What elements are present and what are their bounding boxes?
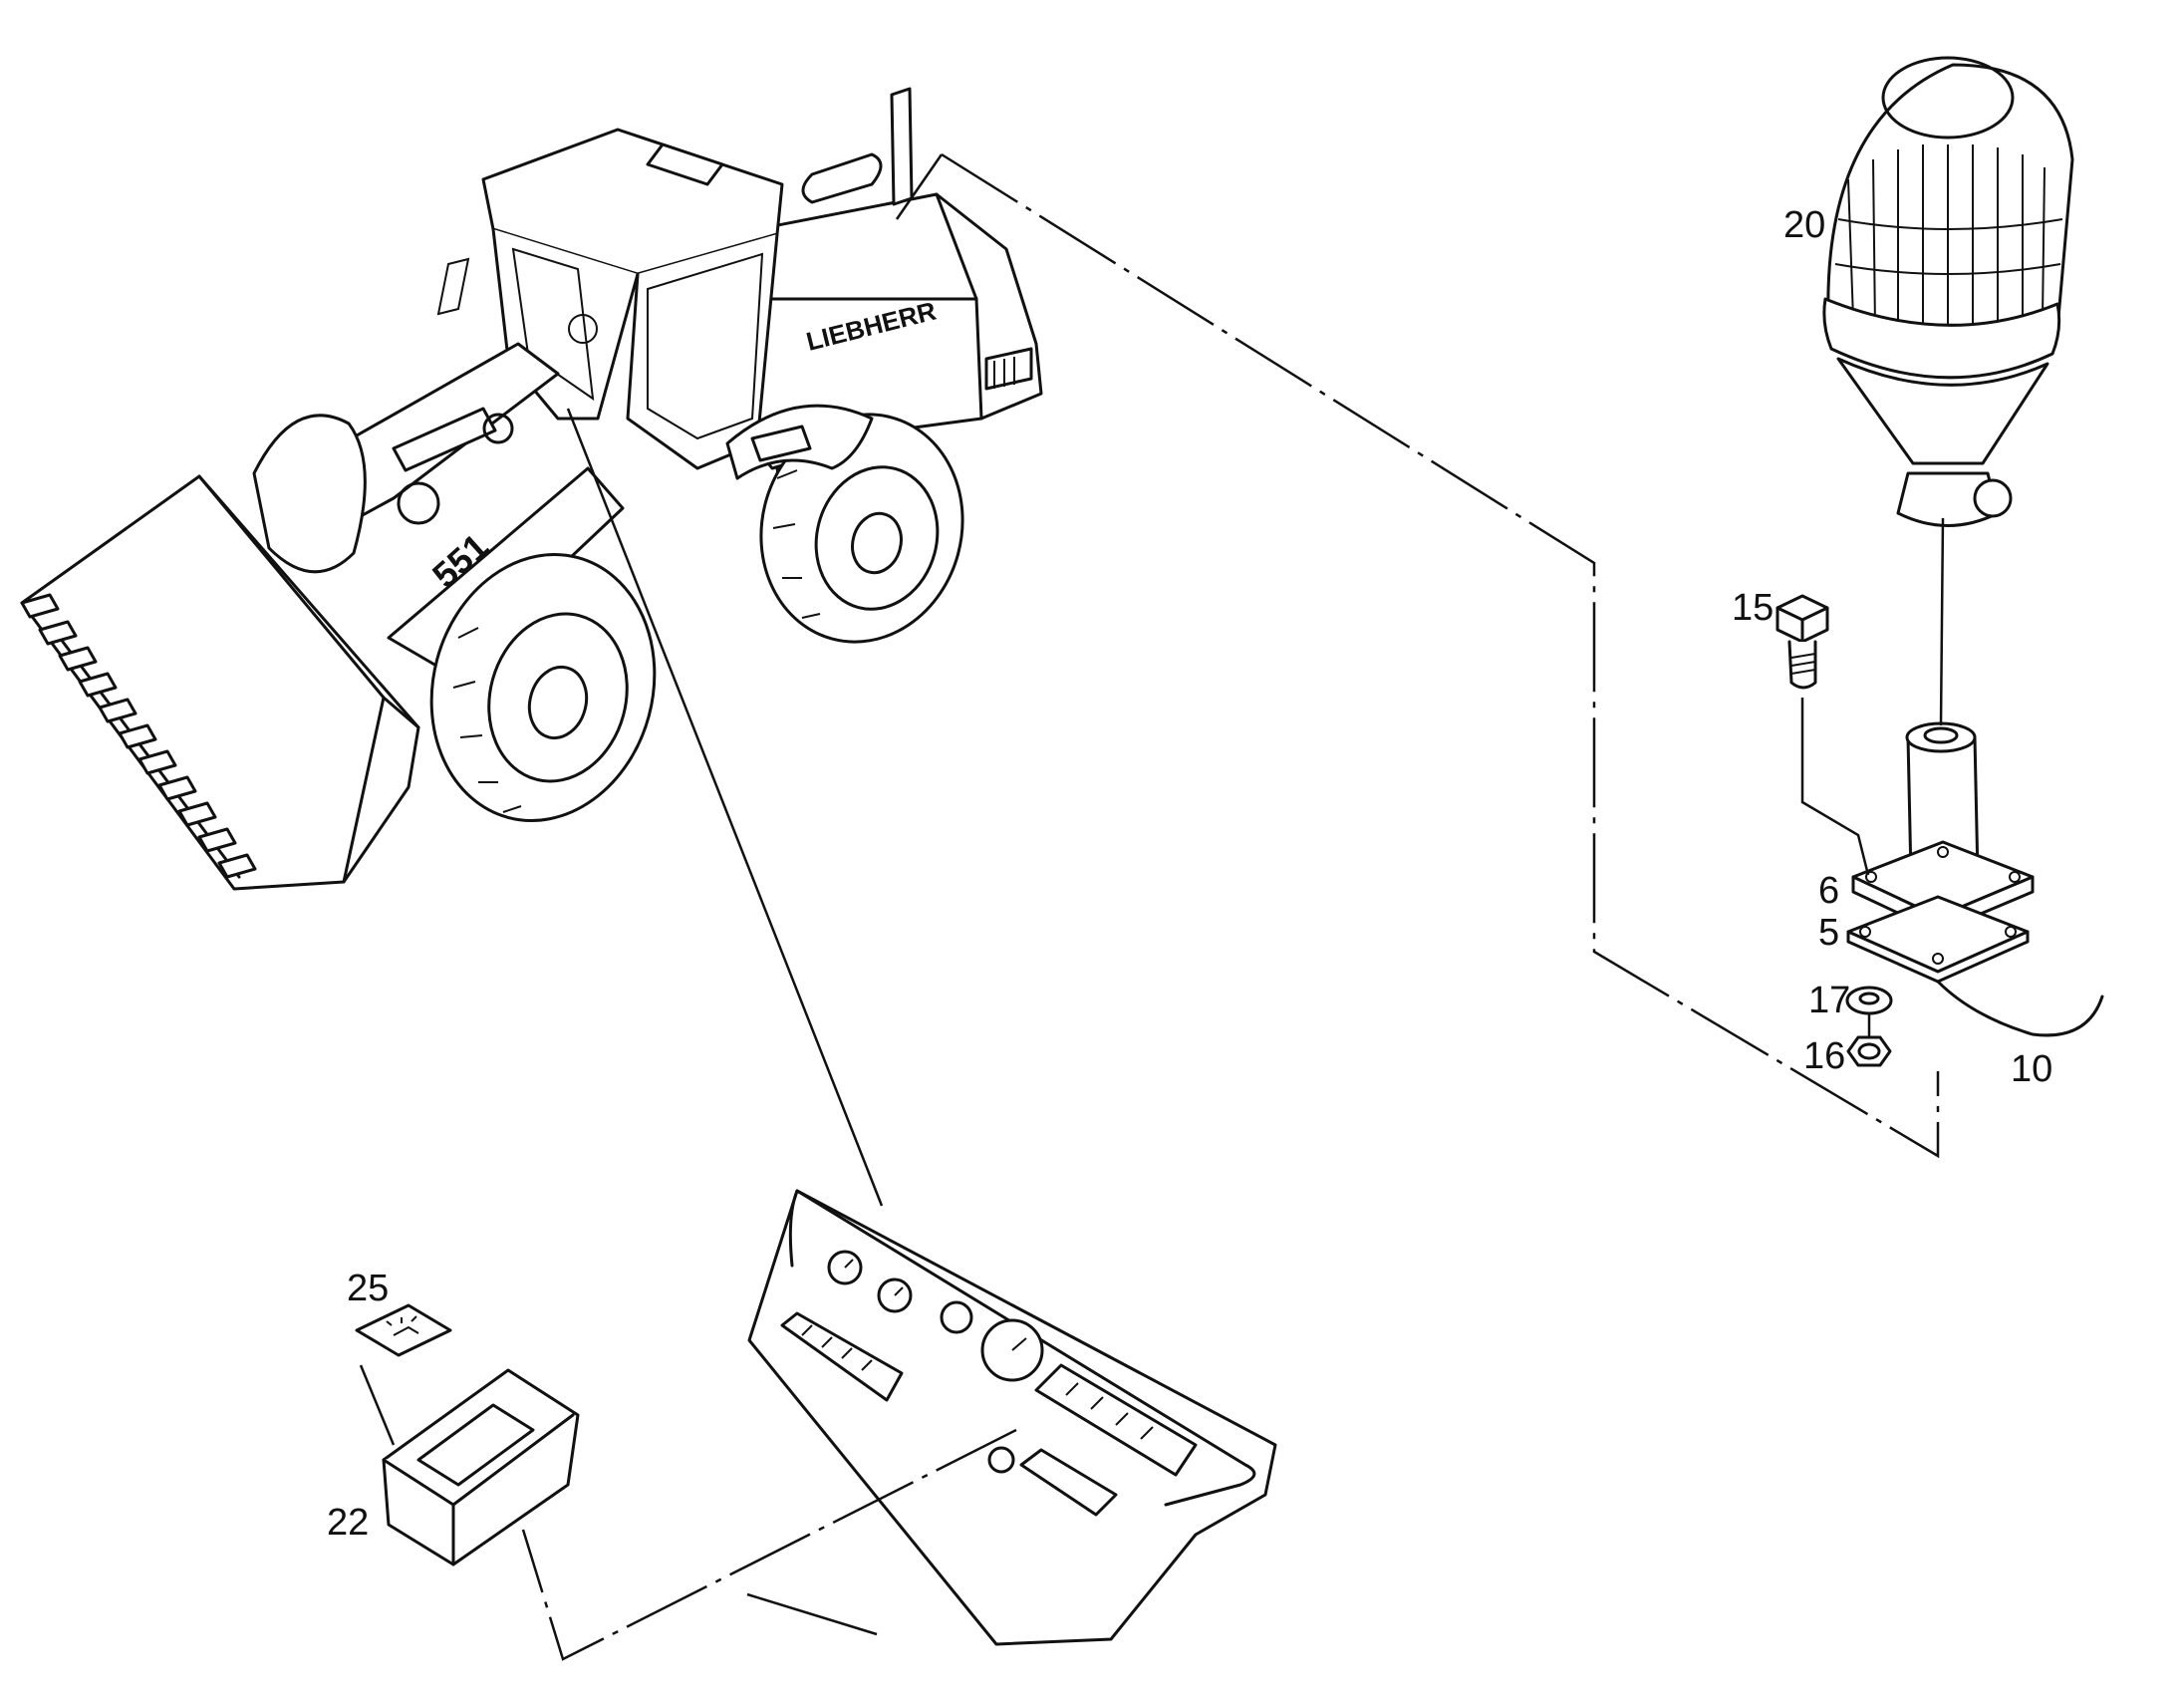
callout-25: 25 <box>347 1268 389 1309</box>
loader-cab <box>436 128 784 470</box>
lock-washer <box>1845 986 1893 1015</box>
beacon-cable <box>1936 980 2104 1037</box>
gauges <box>827 1250 1044 1382</box>
callout-10: 10 <box>2011 1048 2052 1090</box>
callout-6: 6 <box>1818 870 1839 912</box>
callout-17: 17 <box>1808 980 1850 1021</box>
panel-to-switch-line <box>521 1428 1017 1661</box>
switch-bank-bottom <box>987 1446 1118 1517</box>
loader-to-panel-line <box>566 408 884 1207</box>
callout-labels: 20 15 6 5 17 16 10 25 22 <box>327 204 2052 1544</box>
hex-bolt <box>1775 594 1829 690</box>
loader-bucket <box>20 474 420 891</box>
instrument-panel <box>747 1189 1277 1646</box>
bolt-to-plate-line <box>1800 698 1870 876</box>
callout-5: 5 <box>1818 912 1839 954</box>
connection-lines <box>359 152 1945 1661</box>
bucket-teeth <box>20 593 257 879</box>
switch-bank-right <box>1034 1363 1198 1477</box>
loader-to-beacon-line <box>941 152 1940 1159</box>
mounting-gasket <box>1846 895 2030 984</box>
wheel-loader: LIEBHERR 551 <box>20 87 1043 891</box>
switch-bank-left <box>780 1311 904 1402</box>
rotating-beacon-assembly <box>1775 56 2104 1067</box>
loader-rear-body: LIEBHERR <box>730 87 1043 530</box>
loader-wheels <box>252 404 964 822</box>
callout-22: 22 <box>327 1502 369 1544</box>
beacon-to-post-line <box>1939 517 1945 726</box>
callout-15: 15 <box>1732 587 1774 629</box>
rear-wheel <box>759 413 964 644</box>
symbol-to-switch-line <box>359 1364 396 1446</box>
beacon-rocker-switch <box>382 1368 580 1566</box>
callout-16: 16 <box>1803 1035 1845 1077</box>
beacon-symbol-insert <box>355 1303 452 1357</box>
callout-20: 20 <box>1783 204 1825 246</box>
hex-nut <box>1846 1035 1892 1067</box>
front-wheel <box>429 553 657 822</box>
beacon-lamp <box>1822 56 2074 527</box>
